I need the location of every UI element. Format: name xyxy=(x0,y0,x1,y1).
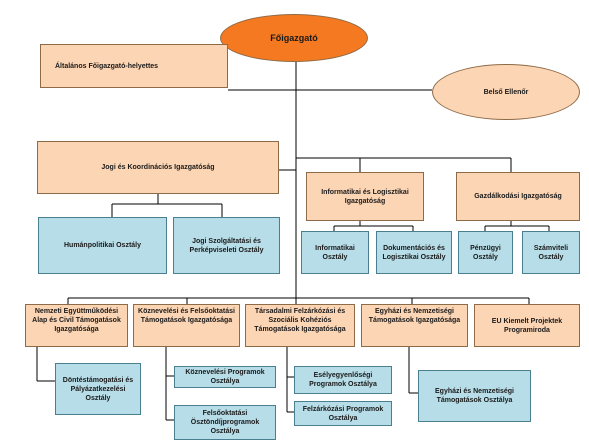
finance-directorate-label: Gazdálkodási Igazgatóság xyxy=(474,193,562,200)
hr-label: Humánpolitikai Osztály xyxy=(63,242,142,249)
documentation-label: Dokumentációs és Logisztikai Osztály xyxy=(382,244,446,261)
public-higher-education-directorate: Köznevelési és Felsőoktatási Támogatások… xyxy=(133,304,240,347)
inclusion-programs-label: Felzárkózási Programok Osztálya xyxy=(302,405,384,422)
church-nationality-department-label: Egyházi és Nemzetiségi Támogatások Osztá… xyxy=(435,388,514,404)
legal-coordination-directorate: Jogi és Koordinációs Igazgatóság xyxy=(37,141,279,194)
higher-education-scholarship-department: Felsőoktatási Ösztöndíjprogramok Osztály… xyxy=(174,405,276,440)
national-cooperation-label: Nemzeti Együttműködési Alap és Civil Tám… xyxy=(32,308,121,333)
eu-projects-label: EU Kiemelt Projektek Programiroda xyxy=(491,317,563,334)
it-logistics-label: Informatikai és Logisztikai Igazgatóság xyxy=(321,188,409,205)
it-department-label: Informatikai Osztály xyxy=(315,244,355,261)
accounting-label: Számviteli Osztály xyxy=(533,244,569,261)
deputy-label: Általános Főigazgató-helyettes xyxy=(55,62,159,70)
legal-services-department: Jogi Szolgáltatási és Perképviseleti Osz… xyxy=(173,217,280,274)
higher-education-scholarship-label: Felsőoktatási Ösztöndíjprogramok Osztály… xyxy=(190,410,260,435)
finance-department: Pénzügyi Osztály xyxy=(458,231,513,274)
it-department: Informatikai Osztály xyxy=(301,231,369,274)
director-general-label: Főigazgató xyxy=(270,32,318,43)
finance-directorate: Gazdálkodási Igazgatóság xyxy=(456,172,580,221)
eu-projects-office: EU Kiemelt Projektek Programiroda xyxy=(474,304,580,347)
legal-services-label: Jogi Szolgáltatási és Perképviseleti Osz… xyxy=(189,237,264,254)
public-higher-education-label: Köznevelési és Felsőoktatási Támogatások… xyxy=(138,308,235,324)
public-education-programs-department: Köznevelési Programok Osztálya xyxy=(174,366,276,388)
church-nationality-directorate: Egyházi és Nemzetiségi Támogatások Igazg… xyxy=(361,304,468,347)
decision-support-department: Döntéstámogatási és Pályázatkezelési Osz… xyxy=(55,363,141,415)
church-nationality-department: Egyházi és Nemzetiségi Támogatások Osztá… xyxy=(418,370,531,422)
decision-support-label: Döntéstámogatási és Pályázatkezelési Osz… xyxy=(62,376,134,402)
social-inclusion-directorate: Társadalmi Felzárkózási és Szociális Koh… xyxy=(245,304,355,347)
public-education-programs-label: Köznevelési Programok Osztálya xyxy=(185,369,265,385)
inclusion-programs-department: Felzárkózási Programok Osztálya xyxy=(294,401,392,426)
finance-department-label: Pénzügyi Osztály xyxy=(470,244,501,261)
director-general-node: Főigazgató xyxy=(220,14,368,62)
internal-audit-node: Belső Ellenőr xyxy=(432,64,580,120)
legal-coordination-label: Jogi és Koordinációs Igazgatóság xyxy=(101,164,215,171)
hr-department: Humánpolitikai Osztály xyxy=(38,217,167,274)
it-logistics-directorate: Informatikai és Logisztikai Igazgatóság xyxy=(306,172,424,221)
accounting-department: Számviteli Osztály xyxy=(522,231,580,274)
national-cooperation-directorate: Nemzeti Együttműködési Alap és Civil Tám… xyxy=(25,304,128,347)
internal-audit-label: Belső Ellenőr xyxy=(483,88,529,96)
social-inclusion-label: Társadalmi Felzárkózási és Szociális Koh… xyxy=(254,308,346,333)
documentation-logistics-department: Dokumentációs és Logisztikai Osztály xyxy=(376,231,452,274)
equal-opportunity-label: Esélyegyenlőségi Programok Osztálya xyxy=(309,372,377,388)
church-nationality-label: Egyházi és Nemzetiségi Támogatások Igazg… xyxy=(368,308,461,324)
deputy-director-general-node: Általános Főigazgató-helyettes xyxy=(40,44,228,88)
equal-opportunity-department: Esélyegyenlőségi Programok Osztálya xyxy=(294,366,392,394)
